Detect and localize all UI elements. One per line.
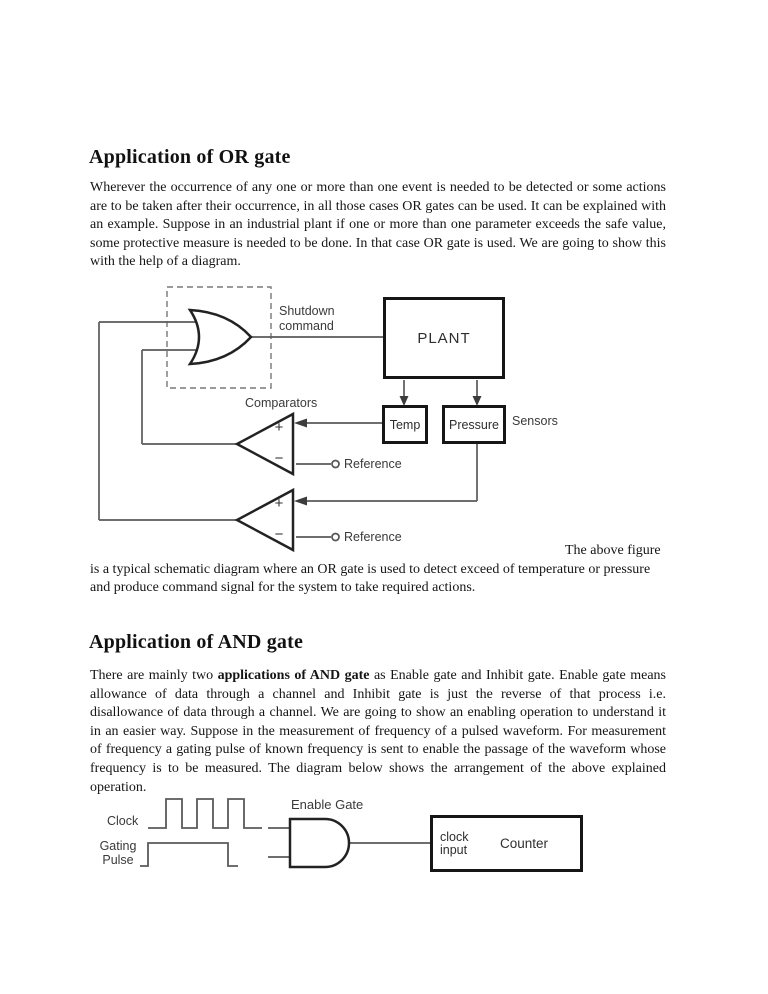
comparator2-symbol bbox=[234, 487, 295, 553]
comparators-label: Comparators bbox=[245, 396, 318, 410]
or-gate-dashed-box bbox=[166, 286, 272, 389]
temp-box-label: Temp bbox=[389, 417, 421, 432]
comparator1-plus-sign: + bbox=[274, 419, 284, 436]
gating-pulse-label: Gating Pulse bbox=[99, 839, 137, 867]
or-figure-note: The above figure is a typical schematic … bbox=[90, 543, 661, 596]
or-section-heading: Application of OR gate bbox=[89, 146, 291, 168]
counter-label: Counter bbox=[500, 836, 549, 851]
reference1-terminal-circle bbox=[331, 459, 340, 469]
clock-label: Clock bbox=[107, 814, 139, 828]
counter-box: clock input Counter bbox=[430, 815, 583, 872]
enable-gate-label: Enable Gate bbox=[291, 797, 364, 812]
comparator2-plus-sign: + bbox=[274, 495, 284, 512]
and-gate-figure bbox=[140, 798, 430, 869]
temp-sensor-box: Temp bbox=[382, 405, 428, 444]
plant-box-label: PLANT bbox=[417, 329, 471, 347]
comparator1-minus-sign: − bbox=[274, 450, 284, 467]
counter-box-content: clock input Counter bbox=[433, 818, 580, 869]
shutdown-command-label: Shutdown command bbox=[279, 304, 335, 333]
or-section-paragraph: Wherever the occurrence of any one or mo… bbox=[90, 180, 666, 270]
sensors-label: Sensors bbox=[512, 414, 558, 428]
pressure-box-label: Pressure bbox=[448, 417, 500, 432]
clock-waveform bbox=[148, 798, 262, 829]
temp-arrowhead bbox=[294, 418, 307, 428]
and-paragraph-text-start: There are mainly two bbox=[90, 668, 218, 683]
reference2-terminal-circle bbox=[331, 532, 340, 542]
comparator2-minus-sign: − bbox=[274, 526, 284, 543]
and-section-paragraph: There are mainly two applications of AND… bbox=[90, 667, 666, 797]
reference-label-top: Reference bbox=[344, 457, 402, 471]
clock-input-label: clock input bbox=[440, 830, 469, 857]
and-gate-symbol bbox=[288, 817, 351, 869]
or-gate-symbol bbox=[187, 308, 253, 366]
and-paragraph-bold-phrase: applications of AND gate bbox=[217, 668, 370, 683]
comparator1-symbol bbox=[234, 411, 295, 477]
and-paragraph-text-end: as Enable gate and Inhibit gate. Enable … bbox=[90, 668, 666, 795]
and-section-heading: Application of AND gate bbox=[89, 631, 304, 653]
plant-box: PLANT bbox=[383, 297, 505, 379]
pressure-arrowhead bbox=[294, 496, 307, 506]
pressure-sensor-box: Pressure bbox=[442, 405, 506, 444]
gating-pulse-waveform bbox=[140, 842, 238, 867]
